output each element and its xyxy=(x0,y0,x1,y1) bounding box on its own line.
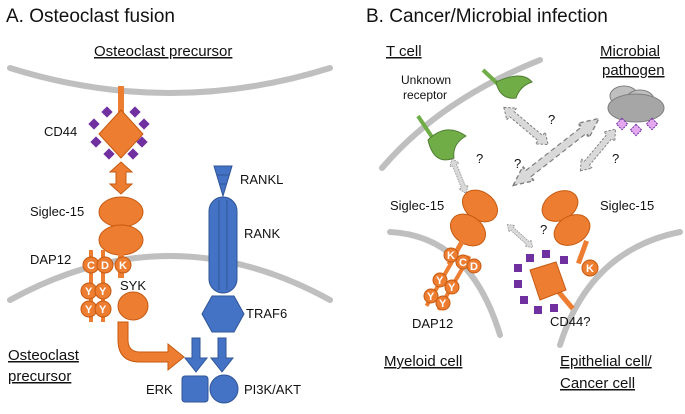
microbial-pathogen xyxy=(607,85,665,137)
rankl-label: RANKL xyxy=(240,172,283,187)
bottom-cell-label-1: Osteoclast xyxy=(8,347,80,364)
erk-protein xyxy=(181,375,209,403)
rank-receptor xyxy=(208,196,238,294)
motif-k: K xyxy=(119,260,127,272)
cd44-epithelial xyxy=(514,250,575,314)
pathogen-label-2: pathogen xyxy=(602,62,665,79)
epithelial-label-1: Epithelial cell/ xyxy=(560,353,653,370)
cd44-protein xyxy=(88,86,150,160)
question-mark-2: ? xyxy=(548,112,555,127)
cd44-siglec-arrow xyxy=(108,161,134,195)
myeloid-cell-label: Myeloid cell xyxy=(384,353,462,370)
motif-y3: Y xyxy=(85,304,93,316)
question-mark-3: ? xyxy=(514,156,521,171)
arrow-left-receptor-siglec xyxy=(447,156,471,196)
siglec15-label: Siglec-15 xyxy=(30,204,84,219)
b-motif-y3: Y xyxy=(427,291,435,303)
siglec15-right-protein: K xyxy=(541,190,599,277)
t-cell-membrane xyxy=(379,57,543,171)
question-mark-5: ? xyxy=(540,222,547,237)
panel-a: A. Osteoclast fusion Osteoclast precurso… xyxy=(6,6,333,404)
syk-protein xyxy=(117,291,149,321)
b-motif-y2: Y xyxy=(448,282,456,294)
siglec15-left-protein xyxy=(446,189,499,266)
epithelial-label-2: Cancer cell xyxy=(560,375,635,392)
siglec15-protein xyxy=(98,196,144,278)
motif-d: D xyxy=(101,260,109,272)
pi3k-arrow xyxy=(209,337,235,373)
panel-b: B. Cancer/Microbial infection T cell Mic… xyxy=(366,6,683,392)
cd44-label: CD44 xyxy=(44,124,77,139)
arrow-top-receptor-right-siglec xyxy=(498,101,554,151)
dap12-complex: C D K Y Y Y Y xyxy=(80,250,132,322)
unknown-receptor-top xyxy=(481,68,533,99)
b-motif-y1: Y xyxy=(436,275,444,287)
rankl-ligand xyxy=(213,165,233,198)
question-mark-4: ? xyxy=(612,151,619,166)
motif-y1: Y xyxy=(85,286,93,298)
top-cell-label: Osteoclast precursor xyxy=(94,43,232,60)
dap12-myeloid-label: DAP12 xyxy=(412,316,453,331)
motif-y2: Y xyxy=(99,286,107,298)
pathogen-label-1: Microbial xyxy=(600,43,660,60)
syk-label: SYK xyxy=(120,278,146,293)
dap12-myeloid: K C D Y Y Y Y xyxy=(423,247,482,311)
cd44-epithelial-label: CD44? xyxy=(550,314,590,329)
t-cell-label: T cell xyxy=(386,43,422,60)
unknown-receptor-label-2: receptor xyxy=(403,88,447,102)
pi3k-label: PI3K/AKT xyxy=(244,382,301,397)
panel-a-title: A. Osteoclast fusion xyxy=(6,6,175,27)
question-mark-1: ? xyxy=(476,151,483,166)
b-motif-k: K xyxy=(447,250,455,262)
motif-y4: Y xyxy=(99,304,107,316)
b-right-motif-k: K xyxy=(586,263,594,275)
bottom-cell-membrane xyxy=(7,253,333,303)
siglec15-left-label: Siglec-15 xyxy=(390,198,444,213)
b-motif-c: C xyxy=(459,257,467,269)
unknown-receptor-left xyxy=(416,114,467,161)
pi3k-protein xyxy=(209,374,239,404)
traf6-protein xyxy=(201,295,245,333)
bottom-cell-label-2: precursor xyxy=(8,368,71,385)
syk-pathway-arrow xyxy=(117,321,185,372)
arrow-siglec-cd44 xyxy=(504,220,536,252)
dap12-label: DAP12 xyxy=(30,252,71,267)
panel-b-title: B. Cancer/Microbial infection xyxy=(366,6,608,27)
epithelial-membrane xyxy=(557,229,683,348)
b-motif-d: D xyxy=(470,261,478,273)
unknown-receptor-label-1: Unknown xyxy=(401,73,451,87)
rank-label: RANK xyxy=(244,226,280,241)
top-cell-membrane xyxy=(7,65,333,96)
b-motif-y4: Y xyxy=(439,298,447,310)
motif-c: C xyxy=(87,260,95,272)
erk-arrow xyxy=(183,337,209,373)
siglec15-right-label: Siglec-15 xyxy=(600,198,654,213)
erk-label: ERK xyxy=(146,382,173,397)
traf6-label: TRAF6 xyxy=(246,306,287,321)
